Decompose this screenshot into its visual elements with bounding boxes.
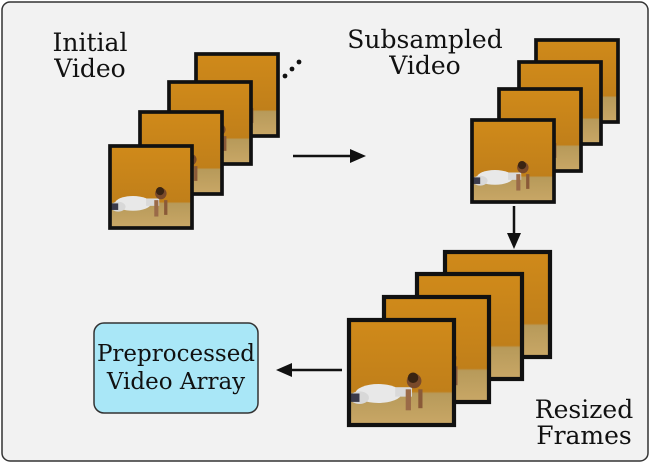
- video-frame: [346, 317, 457, 428]
- box-line1: Preprocessed: [96, 341, 256, 367]
- subsampled-label-line1: Subsampled: [347, 25, 503, 54]
- preprocessed-video-array-label: Preprocessed Video Array: [94, 323, 258, 413]
- video-frame: [108, 144, 194, 230]
- box-line2: Video Array: [106, 369, 246, 395]
- arrow-right-icon: [293, 149, 366, 163]
- initial-label-line2: Video: [54, 54, 126, 83]
- ellipsis-icon: [282, 59, 302, 79]
- subsampled-video-label: Subsampled Video: [340, 27, 510, 79]
- video-frame: [470, 118, 556, 204]
- resized-label-line2: Frames: [536, 421, 632, 450]
- preprocessed-box: [93, 322, 259, 414]
- initial-video-label: Initial Video: [40, 30, 140, 82]
- arrow-left-icon: [276, 363, 342, 377]
- resized-frames-stack: [346, 249, 553, 428]
- subsampled-label-line2: Video: [389, 51, 461, 80]
- subsampled-video-stack: [470, 38, 620, 204]
- resized-frames-label: Resized Frames: [522, 397, 646, 449]
- initial-video-stack: [108, 52, 280, 230]
- arrow-down-icon: [507, 206, 521, 249]
- resized-label-line1: Resized: [534, 395, 634, 424]
- initial-label-line1: Initial: [52, 28, 128, 57]
